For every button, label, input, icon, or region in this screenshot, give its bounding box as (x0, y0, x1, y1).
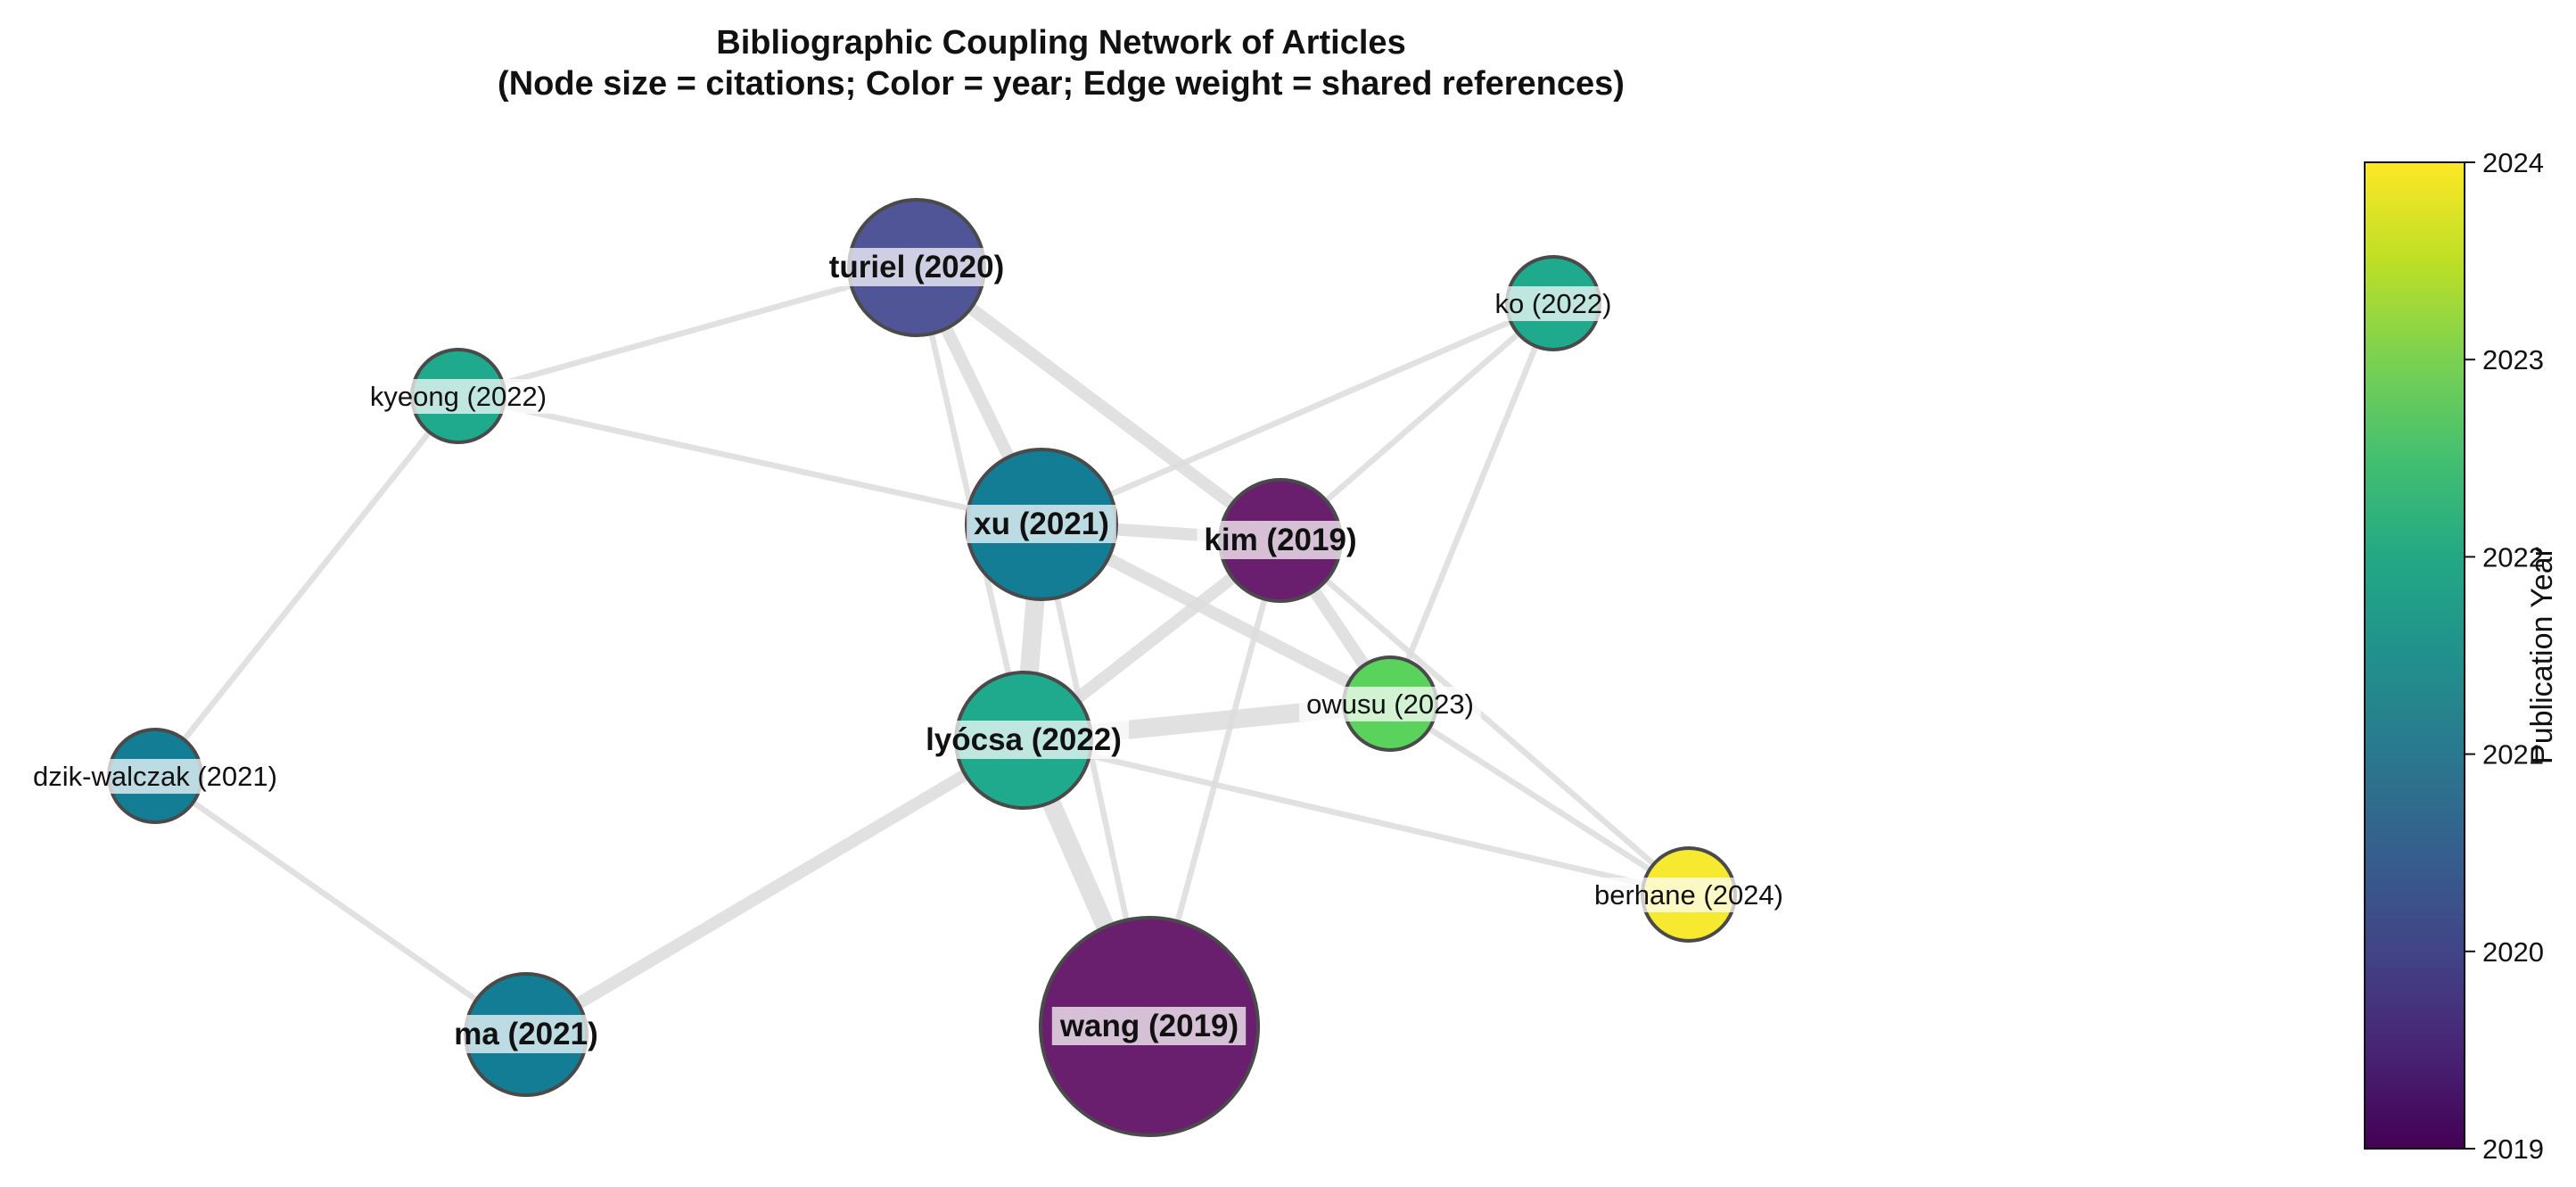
edge-lyocsa-berhane (1020, 737, 1692, 898)
edge-owusu-berhane (1387, 700, 1692, 898)
node-ko[interactable]: ko (2022) (1487, 255, 1619, 351)
node-label-kim: kim (2019) (1204, 523, 1356, 557)
node-label-lyocsa: lyócsa (2022) (926, 722, 1122, 757)
chart-title-line-2: (Node size = citations; Color = year; Ed… (498, 65, 1625, 103)
node-label-band-turiel (821, 248, 1012, 286)
node-label-band-owusu (1299, 687, 1481, 721)
colorbar-gradient (2364, 161, 2465, 1150)
colorbar-tick-label-2023: 2023 (2482, 344, 2544, 375)
node-label-xu: xu (2021) (974, 507, 1109, 541)
node-dzik[interactable]: dzik-walczak (2021) (26, 728, 284, 824)
node-lyocsa[interactable]: lyócsa (2022) (918, 671, 1129, 810)
node-owusu[interactable]: owusu (2023) (1299, 655, 1481, 752)
node-label-turiel: turiel (2020) (829, 250, 1004, 284)
node-label-ko: ko (2022) (1495, 288, 1612, 319)
colorbar-title: Publication Year (2525, 547, 2559, 764)
colorbar: 2019 2020 2021 2022 2023 2024 Publication Yea… (2364, 147, 2559, 1165)
node-label-band-ma (447, 1015, 605, 1053)
edge-lyocsa-ma (520, 734, 1030, 1041)
edge-kyeong-xu (455, 392, 1045, 528)
colorbar-ticks: 2019 2020 2021 2022 2023 2024 (2465, 147, 2544, 1165)
node-label-band-ko (1487, 286, 1619, 321)
colorbar-tick-label-2024: 2024 (2482, 147, 2544, 178)
node-kyeong[interactable]: kyeong (2022) (362, 348, 555, 444)
colorbar-tick-label-2021: 2021 (2482, 739, 2544, 771)
chart-title-line-1: Bibliographic Coupling Network of Articl… (716, 24, 1405, 62)
node-xu[interactable]: xu (2021) (965, 448, 1118, 601)
node-label-band-dzik (26, 759, 284, 794)
node-label-berhane: berhane (2024) (1594, 879, 1783, 911)
edge-ko-xu (1038, 300, 1557, 528)
edge-turiel-kyeong (455, 264, 920, 400)
node-berhane[interactable]: berhane (2024) (1587, 846, 1790, 943)
node-label-band-wang (1051, 1007, 1247, 1045)
node-layer: turiel (2020) ko (2022) kyeong (2022) xu (2… (26, 198, 1790, 1137)
node-label-band-kyeong (362, 379, 555, 414)
node-label-dzik: dzik-walczak (2021) (33, 761, 277, 792)
node-label-kyeong: kyeong (2022) (370, 381, 547, 412)
edge-kyeong-dzik (152, 392, 462, 779)
edge-kim-berhane (1277, 537, 1692, 898)
node-ma[interactable]: ma (2021) (447, 972, 605, 1097)
node-kim[interactable]: kim (2019) (1197, 478, 1364, 603)
node-label-wang: wang (2019) (1059, 1009, 1239, 1043)
edge-ko-owusu (1387, 300, 1557, 707)
colorbar-tick-label-2020: 2020 (2482, 936, 2544, 968)
colorbar-tick-label-2019: 2019 (2482, 1133, 2544, 1165)
node-label-band-lyocsa (918, 721, 1129, 759)
edge-dzik-ma (152, 772, 530, 1038)
node-label-ma: ma (2021) (454, 1017, 597, 1051)
node-turiel[interactable]: turiel (2020) (821, 198, 1012, 337)
node-label-band-kim (1197, 521, 1364, 559)
node-label-owusu: owusu (2023) (1306, 688, 1474, 720)
edge-turiel-kim (910, 261, 1287, 547)
node-label-band-xu (967, 505, 1116, 543)
node-label-band-berhane (1587, 878, 1790, 912)
colorbar-tick-label-2022: 2022 (2482, 541, 2544, 573)
node-wang[interactable]: wang (2019) (1039, 916, 1260, 1137)
